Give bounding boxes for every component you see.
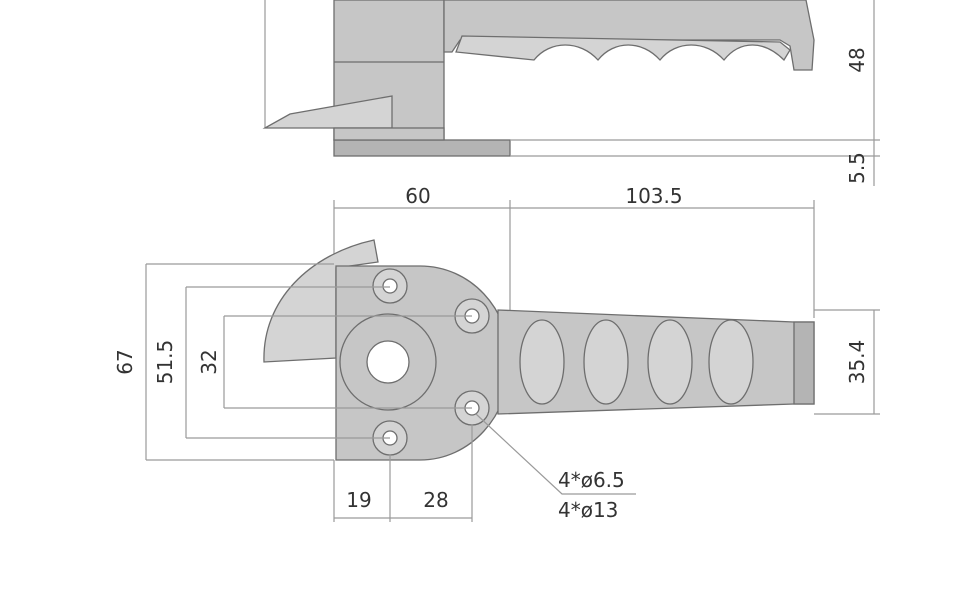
dim-hole-offset-a: 19 (346, 488, 371, 512)
side-body-step (333, 127, 445, 141)
side-view: 48 5.5 (262, 0, 880, 186)
dim-overall-height: 67 (113, 349, 137, 374)
side-base-plate (333, 139, 511, 157)
dim-side-base: 5.5 (845, 152, 869, 184)
grip-oval-2 (583, 319, 629, 405)
grip-oval-1 (519, 319, 565, 405)
dim-hole-pitch-inner: 32 (197, 349, 221, 374)
top-view: 60 103.5 (113, 184, 880, 522)
side-handle-grip (455, 35, 791, 62)
hole-leader-line (475, 413, 636, 495)
top-handle-end-cap (793, 321, 815, 405)
dim-side-height: 48 (845, 47, 869, 72)
dim-hole-offset-b: 28 (423, 488, 448, 512)
mounting-hole-1 (372, 268, 408, 304)
side-latch-tongue (262, 95, 393, 129)
dim-hole-pitch-outer: 51.5 (153, 340, 177, 385)
center-hole (366, 340, 410, 384)
callout-hole-large: 4*ø13 (558, 498, 618, 522)
grip-oval-3 (647, 319, 693, 405)
dim-handle-width: 35.4 (845, 340, 869, 385)
dim-width-left: 60 (405, 184, 430, 208)
top-latch-hook (263, 239, 379, 363)
callout-hole-small: 4*ø6.5 (558, 468, 625, 492)
grip-oval-4 (708, 319, 754, 405)
dim-width-right: 103.5 (625, 184, 682, 208)
side-handle-lever (443, 0, 815, 71)
